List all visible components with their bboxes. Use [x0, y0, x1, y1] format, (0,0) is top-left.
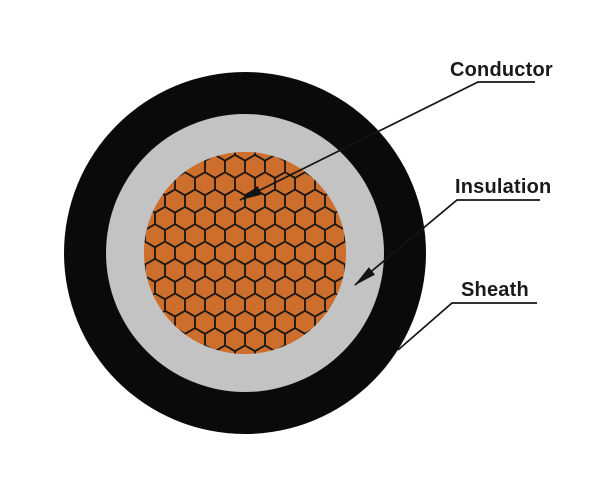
sheath-leader-line — [397, 302, 537, 351]
conductor-hex-strands — [144, 152, 346, 354]
conductor-leader-line — [239, 81, 535, 201]
insulation-leader-line — [354, 199, 540, 286]
sheath-label: Sheath — [461, 279, 529, 301]
insulation-label: Insulation — [455, 176, 552, 198]
conductor-label: Conductor — [450, 59, 553, 81]
